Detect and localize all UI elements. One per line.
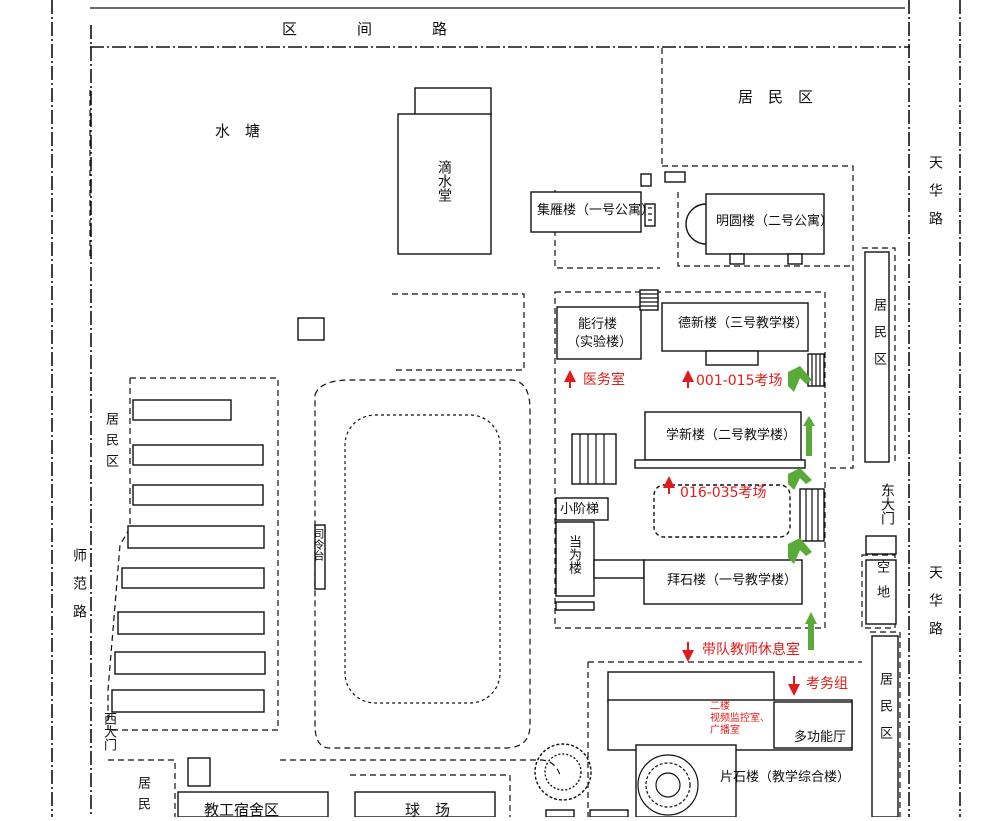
marker-exam-office: 考务组 — [806, 676, 848, 692]
building-small-stairs: 小阶梯 — [560, 502, 600, 517]
plaza-roundabout — [534, 743, 592, 801]
area-staff-dorm: 教工宿舍区 — [204, 801, 280, 819]
building-jiyan: 集雁楼（一号公寓） — [537, 203, 655, 218]
building-multifunction: 多功能厅 — [794, 730, 847, 745]
marker-exam-001-015: 001-015考场 — [696, 373, 783, 389]
building-dishui: 滴水堂 — [436, 160, 452, 205]
building-baishi: 拜石楼（一号教学楼） — [667, 573, 798, 588]
red-pointer-arrows — [564, 370, 800, 696]
area-pond: 水 塘 — [215, 122, 261, 140]
building-pianshi: 片石楼（教学综合楼） — [720, 770, 851, 785]
road-label-east-lower: 天华路 — [927, 565, 943, 649]
area-residential-se-text: 居民区 — [877, 672, 892, 753]
campus-boundaries — [89, 48, 901, 817]
area-residential-sw-text: 居民 — [135, 776, 150, 818]
road-lines — [51, 0, 961, 817]
area-empty-lot: 空地 — [874, 560, 889, 613]
sports-track — [344, 414, 501, 704]
area-residential-east-text: 居民区 — [871, 298, 886, 379]
gate-east-text: 东大门 — [879, 483, 895, 525]
building-dangwei: 当为楼 — [566, 535, 581, 577]
building-silingtai-text: 司令台 — [312, 528, 325, 561]
area-residential-west: 居民区 — [103, 412, 118, 478]
building-silingtai: 司令台 — [312, 528, 325, 563]
building-nengxing-line1: 能行楼 — [578, 317, 618, 332]
area-residential-se: 居民区 — [877, 672, 892, 756]
area-residential-west-text: 居民区 — [103, 412, 118, 475]
marker-monitor-2: 视频监控室、 — [710, 713, 770, 724]
buildings-layer — [111, 87, 899, 817]
building-dexin: 德新楼（三号教学楼） — [678, 316, 809, 331]
marker-exam-016-035: 016-035考场 — [680, 485, 767, 501]
marker-monitor-3: 广播室 — [710, 725, 740, 736]
road-label-top: 区 间 路 — [282, 20, 458, 38]
gate-west-text: 西大门 — [101, 712, 116, 751]
pianshi-round-hall — [637, 754, 699, 816]
building-dishui-text: 滴水堂 — [436, 160, 452, 202]
route-arrows — [788, 366, 817, 650]
marker-teacher-lounge: 带队教师休息室 — [702, 642, 800, 658]
area-residential-top: 居 民 区 — [738, 88, 814, 106]
road-label-west: 师范路 — [71, 548, 87, 632]
area-residential-sw: 居民 — [135, 776, 150, 821]
marker-clinic: 医务室 — [583, 372, 625, 388]
road-label-east: 天华路 — [927, 155, 943, 239]
gate-west: 西大门 — [101, 712, 116, 754]
road-east-lower-text: 天华路 — [927, 565, 943, 649]
road-east-text: 天华路 — [927, 155, 943, 239]
building-mingyuan: 明圆楼（二号公寓） — [716, 214, 834, 229]
marker-monitor-1: 二楼 — [710, 701, 730, 712]
stairs-hatching — [579, 207, 821, 541]
area-residential-east: 居民区 — [871, 298, 886, 382]
road-west-text: 师范路 — [71, 548, 87, 632]
area-empty-lot-text: 空地 — [874, 560, 889, 610]
building-nengxing-line2: （实验楼） — [567, 335, 633, 350]
gate-east: 东大门 — [879, 483, 895, 528]
building-dangwei-text: 当为楼 — [566, 535, 581, 574]
area-ballfield: 球 场 — [405, 801, 451, 819]
building-xuexin: 学新楼（二号教学楼） — [666, 428, 797, 443]
